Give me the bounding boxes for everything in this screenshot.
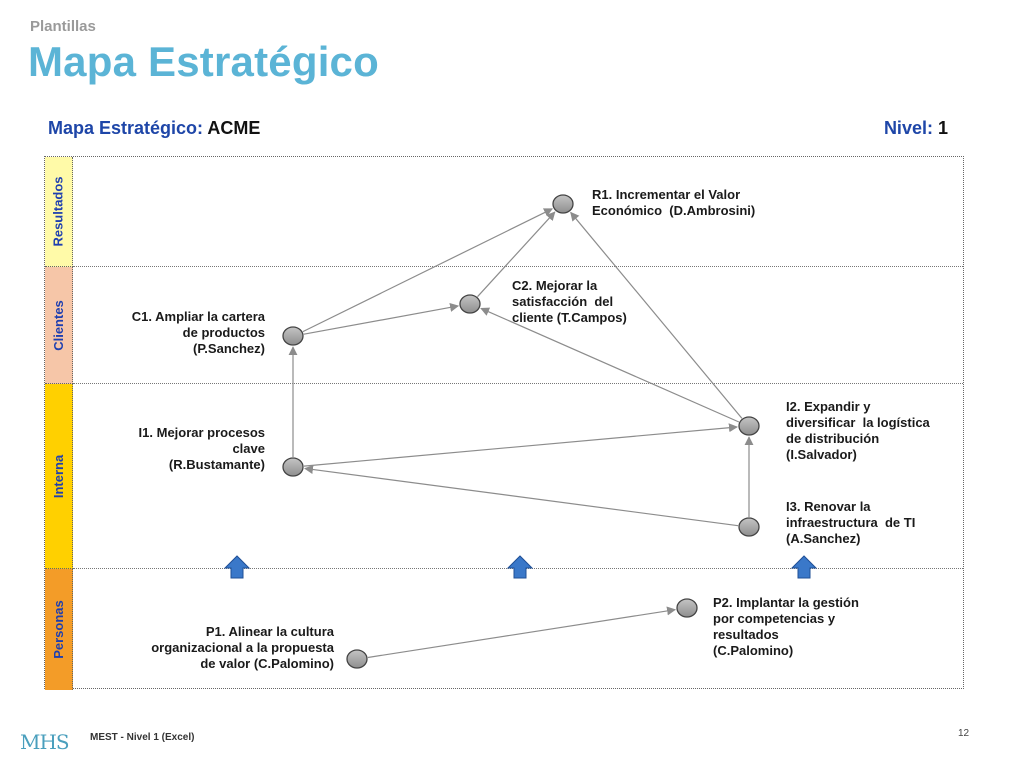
objective-node-p1[interactable] <box>346 649 368 669</box>
up-arrow-icon <box>790 555 818 579</box>
level-heading: Nivel: 1 <box>884 118 948 139</box>
row-divider <box>73 383 963 384</box>
map-name-heading: Mapa Estratégico: ACME <box>48 118 260 139</box>
objective-node-c1[interactable] <box>282 326 304 346</box>
perspective-band-clientes: Clientes <box>45 267 73 384</box>
link-i2-c2 <box>480 307 740 423</box>
objective-node-c2[interactable] <box>459 294 481 314</box>
strategy-map-diagram <box>223 194 818 669</box>
up-arrow-icon <box>506 555 534 579</box>
map-header: Mapa Estratégico: ACME Nivel: 1 <box>48 118 948 144</box>
row-divider <box>73 266 963 267</box>
up-arrow-icon <box>223 555 251 579</box>
link-c2-r1 <box>477 211 556 298</box>
company-name: ACME <box>207 118 261 138</box>
perspective-arrows <box>223 555 818 579</box>
page-number: 12 <box>958 728 970 739</box>
perspective-band-interna: Interna <box>45 384 73 569</box>
link-i2-r1 <box>570 211 743 419</box>
link-p1-p2 <box>367 606 677 659</box>
perspective-band-personas: Personas <box>45 569 73 690</box>
level-value: 1 <box>937 118 948 138</box>
link-c1-c2 <box>303 302 460 335</box>
footer-text: MEST - Nivel 1 (Excel) <box>90 732 195 743</box>
level-label: Nivel: <box>883 118 933 138</box>
objective-node-i2[interactable] <box>738 416 760 436</box>
link-i1-i2 <box>303 423 738 467</box>
map-label: Mapa Estratégico: <box>48 118 204 138</box>
links-layer <box>288 208 754 659</box>
section-supertitle: Plantillas <box>30 18 96 35</box>
objective-node-p2[interactable] <box>676 598 698 618</box>
company-logo: MHS <box>20 730 70 754</box>
perspective-band-resultados: Resultados <box>45 157 73 267</box>
link-i3-i1 <box>304 465 739 527</box>
objective-node-r1[interactable] <box>552 194 574 214</box>
nodes-layer <box>282 194 760 669</box>
objective-node-i1[interactable] <box>282 457 304 477</box>
objective-node-i3[interactable] <box>738 517 760 537</box>
page-title: Mapa Estratégico <box>28 38 379 85</box>
link-c1-r1 <box>302 208 554 333</box>
